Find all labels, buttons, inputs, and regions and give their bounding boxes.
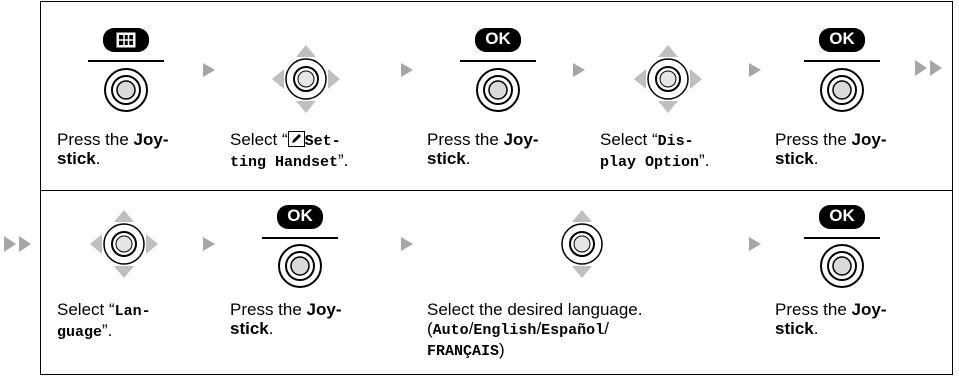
button-underline bbox=[262, 237, 338, 239]
next-arrow-icon bbox=[749, 237, 761, 251]
ok-button-icon: OK bbox=[475, 28, 521, 52]
button-underline bbox=[804, 237, 880, 239]
joystick-press-icon bbox=[820, 244, 864, 288]
step-text: Press the Joy- stick. bbox=[230, 300, 342, 338]
joystick-press-icon bbox=[476, 68, 520, 112]
step-text: Press the Joy- stick. bbox=[775, 130, 887, 168]
step-text: Press the Joy- stick. bbox=[57, 130, 169, 168]
button-underline bbox=[88, 60, 164, 62]
step-text: Select the desired language. (Auto/Engli… bbox=[427, 300, 643, 360]
joystick-press-icon bbox=[820, 68, 864, 112]
joystick-4way-icon bbox=[634, 45, 702, 113]
step-text: Select “Dis- play Option”. bbox=[600, 130, 710, 171]
step-text: Select “Lan- guage”. bbox=[57, 300, 151, 341]
joystick-press-icon bbox=[278, 244, 322, 288]
continued-arrows-icon bbox=[4, 236, 31, 252]
continue-arrows-icon bbox=[915, 60, 942, 76]
joystick-press-icon bbox=[104, 68, 148, 112]
step-text: Press the Joy- stick. bbox=[775, 300, 887, 338]
joystick-4way-icon bbox=[272, 45, 340, 113]
joystick-4way-icon bbox=[90, 210, 158, 278]
step-text: Press the Joy- stick. bbox=[427, 130, 539, 168]
next-arrow-icon bbox=[203, 63, 215, 77]
row-divider bbox=[40, 190, 953, 191]
next-arrow-icon bbox=[573, 63, 585, 77]
grid-menu-icon bbox=[116, 32, 136, 48]
pencil-icon bbox=[287, 131, 305, 147]
step-text: Select “Set- ting Handset”. bbox=[230, 130, 349, 171]
ok-button-icon: OK bbox=[819, 205, 865, 229]
next-arrow-icon bbox=[749, 63, 761, 77]
button-underline bbox=[804, 60, 880, 62]
next-arrow-icon bbox=[203, 237, 215, 251]
ok-button-icon: OK bbox=[819, 28, 865, 52]
ok-button-icon: OK bbox=[277, 205, 323, 229]
instructions-frame bbox=[40, 1, 953, 375]
joystick-updown-icon bbox=[561, 210, 603, 278]
next-arrow-icon bbox=[401, 237, 413, 251]
next-arrow-icon bbox=[401, 63, 413, 77]
button-underline bbox=[460, 60, 536, 62]
